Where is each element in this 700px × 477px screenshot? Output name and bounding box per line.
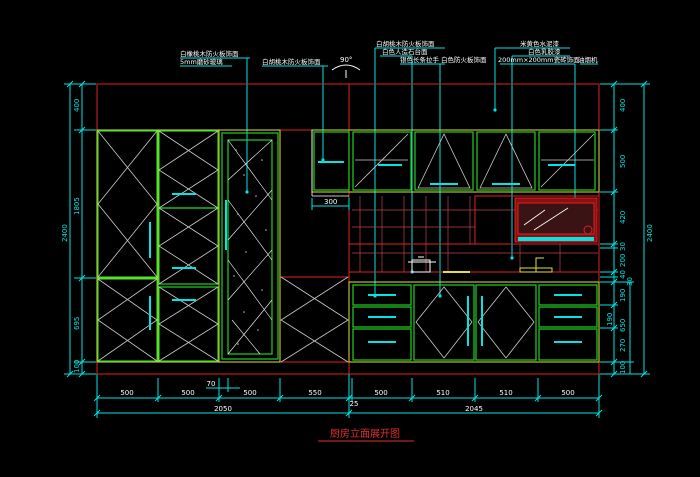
dim-b-5: 500 — [374, 389, 387, 397]
dim-left-total: 2400 — [61, 224, 69, 242]
base-cabinet-doors — [352, 284, 598, 361]
tall-cabinet-doors — [97, 130, 279, 362]
note-rb-3: 200mm×200mm瓷砖饰面 — [498, 55, 580, 64]
dim-right-500: 500 — [619, 155, 627, 168]
dim-left-100: 100 — [73, 360, 81, 373]
dim-b-7: 510 — [499, 389, 512, 397]
dim-b-8: 500 — [561, 389, 574, 397]
title-text: 厨房立面展开图 — [330, 427, 400, 440]
bottom-dim-lines — [93, 374, 603, 418]
base-handles — [368, 294, 582, 346]
dim-right-200: 200 — [619, 254, 627, 267]
open-shelf — [311, 130, 349, 197]
dim-right-270: 270 — [619, 339, 627, 352]
glass-speckle — [233, 149, 267, 345]
right-dim-texts: 400 500 420 30 200 40 30 190 190 270 100… — [606, 99, 654, 374]
angle-label: 90° — [340, 56, 352, 64]
dim-left-695: 695 — [73, 317, 81, 330]
dim-right-420: 420 — [619, 211, 627, 224]
angle-symbol: 90° — [331, 56, 361, 78]
dim-300-label: 300 — [324, 198, 337, 206]
note-rb-1: 米黄色水泥漆 — [520, 39, 560, 48]
base-door-patterns — [415, 286, 535, 359]
dim-b-2050: 2050 — [214, 405, 232, 413]
dim-left-400: 400 — [73, 99, 81, 112]
dim-right-40: 40 — [619, 270, 627, 279]
upper-door-patterns — [354, 133, 595, 189]
left-dim-lines — [64, 80, 96, 378]
note-hood: 油烟机 — [578, 55, 598, 64]
dim-b-2045: 2045 — [465, 405, 483, 413]
dim-right-400: 400 — [619, 99, 627, 112]
dim-b-6: 510 — [436, 389, 449, 397]
tile-grid — [352, 196, 598, 272]
dim-left-1805: 1805 — [73, 197, 81, 215]
note-rb-2: 白色乳胶漆 — [528, 47, 561, 56]
note-ra-2: 白色人造石台面 — [382, 47, 428, 56]
range-hood — [514, 197, 598, 243]
annotation-texts: 白橡桃木防火板饰面 5mm磨砂玻璃 白胡桃木防火板饰面 白胡桃木防火板饰面 白色… — [180, 39, 598, 66]
dim-b-25: 25 — [350, 400, 359, 408]
dim-right-100: 100 — [619, 361, 627, 374]
leader-lines — [180, 47, 598, 296]
door-diagonals — [97, 130, 349, 363]
upper-handles — [318, 161, 575, 185]
upper-cabinet-frames — [311, 129, 600, 193]
note-mid: 白胡桃木防火板饰面 — [262, 57, 321, 66]
dim-b-4: 550 — [308, 389, 321, 397]
dim-right-650: 650 — [619, 319, 627, 332]
right-dim-lines — [600, 80, 650, 378]
dim-right-total: 2400 — [646, 224, 654, 242]
upper-cabinet-doors — [313, 131, 596, 191]
drawing-title: 厨房立面展开图 — [318, 427, 414, 442]
note-ra-1: 白胡桃木防火板饰面 — [376, 39, 435, 48]
dim-b-3: 500 — [243, 389, 256, 397]
faucet — [519, 257, 553, 273]
note-tl-1: 白橡桃木防火板饰面 — [180, 49, 239, 58]
dim-right-30a: 30 — [619, 242, 627, 251]
note-tl-2: 5mm磨砂玻璃 — [180, 57, 223, 66]
dim-b-70: 70 — [207, 380, 216, 388]
dim-b-2: 500 — [181, 389, 194, 397]
base-cabinet-frames — [348, 281, 600, 363]
note-ra-3: 银色长条拉手 — [400, 55, 440, 64]
left-dim-texts: 400 1805 695 100 2400 — [61, 99, 81, 373]
dim-right-30b: 30 — [626, 277, 634, 286]
bottom-dim-texts: 500 500 500 550 500 510 510 500 70 25 20… — [120, 380, 574, 413]
glass-hatch — [227, 139, 273, 355]
pot — [408, 256, 436, 273]
dim-right-190a: 190 — [619, 289, 627, 302]
tall-cabinet-frames — [96, 129, 281, 363]
dim-b-1: 500 — [120, 389, 133, 397]
note-ra-4: 白色防火板饰面 — [441, 55, 487, 64]
dim-right-190b: 190 — [606, 313, 614, 326]
tall-handles — [149, 193, 227, 330]
dim-300: 300 — [311, 198, 350, 210]
